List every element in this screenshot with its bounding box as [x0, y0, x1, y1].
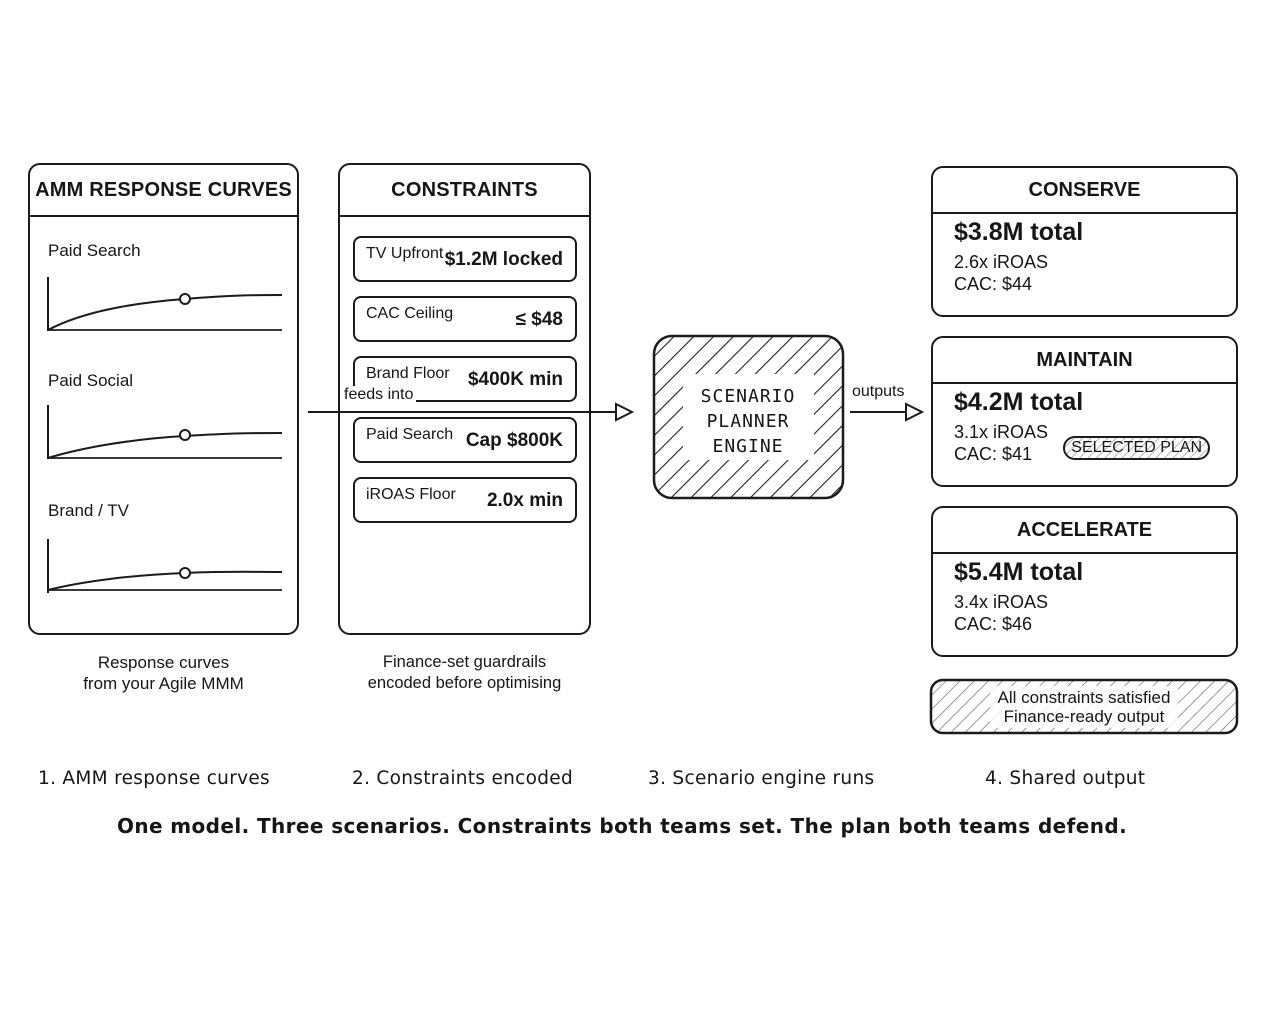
- engine-label-line2: PLANNER: [706, 411, 790, 432]
- constraint-name: Paid Search: [366, 426, 454, 443]
- tagline: One model. Three scenarios. Constraints …: [116, 814, 1128, 838]
- constraint-value: Cap $800K: [465, 430, 563, 451]
- constraint-row-tv-upfront: TV Upfront $1.2M locked: [353, 236, 577, 282]
- step-2: 2. Constraints encoded: [352, 768, 574, 789]
- feeds-into-label: feeds into: [341, 386, 417, 404]
- constraints-panel: CONSTRAINTS TV Upfront $1.2M locked CAC …: [338, 163, 591, 635]
- curve-label-brand-tv: Brand / TV: [48, 501, 129, 520]
- scenario-iroas: 2.6x iROAS: [954, 252, 1049, 272]
- constraint-name: iROAS Floor: [366, 486, 456, 503]
- curves-panel: AMM RESPONSE CURVES Paid Search Paid Soc…: [28, 163, 299, 635]
- constraint-value: $1.2M locked: [444, 249, 563, 270]
- constraints-panel-title: CONSTRAINTS: [340, 165, 589, 217]
- step-3: 3. Scenario engine runs: [648, 768, 875, 789]
- constraint-row-brand-floor: Brand Floor $400K min: [353, 356, 577, 402]
- scenario-total: $3.8M total: [954, 218, 1084, 246]
- curve-optimum-marker: [179, 293, 191, 305]
- constraints-caption: Finance-set guardrails encoded before op…: [338, 652, 591, 694]
- constraint-row-cac-ceiling: CAC Ceiling ≤ $48: [353, 296, 577, 342]
- scenario-iroas: 3.4x iROAS: [954, 592, 1049, 612]
- step-1: 1. AMM response curves: [38, 768, 270, 789]
- scenario-card-maintain: MAINTAIN $4.2M total 3.1x iROAS CAC: $41…: [931, 336, 1238, 487]
- constraint-row-iroas-floor: iROAS Floor 2.0x min: [353, 477, 577, 523]
- outputs-label: outputs: [852, 383, 905, 400]
- curve-line: [47, 570, 283, 591]
- step-4: 4. Shared output: [985, 768, 1146, 789]
- constraints-caption-line1: Finance-set guardrails: [382, 653, 547, 671]
- constraint-name: TV Upfront: [366, 245, 444, 262]
- summary-text: All constraints satisfied Finance-ready …: [931, 688, 1237, 726]
- curve-chart-brand-tv: [47, 539, 283, 593]
- curve-optimum-marker: [179, 429, 191, 441]
- scenario-title: ACCELERATE: [933, 508, 1236, 554]
- curve-optimum-marker: [179, 567, 191, 579]
- engine-label-bg: [683, 374, 814, 460]
- scenario-total: $4.2M total: [954, 388, 1084, 416]
- scenario-iroas: 3.1x iROAS: [954, 422, 1049, 442]
- summary-text-bg: [990, 686, 1178, 728]
- engine-label: SCENARIO PLANNER ENGINE: [653, 384, 843, 459]
- curve-chart-paid-search: [47, 277, 283, 331]
- engine-label-line3: ENGINE: [712, 436, 784, 457]
- engine-label-line1: SCENARIO: [700, 386, 796, 407]
- curves-caption-line2: from your Agile MMM: [83, 674, 244, 693]
- scenario-card-conserve: CONSERVE $3.8M total 2.6x iROAS CAC: $44: [931, 166, 1238, 317]
- constraints-caption-line2: encoded before optimising: [367, 674, 562, 692]
- summary-line2: Finance-ready output: [1003, 707, 1165, 726]
- summary-line1: All constraints satisfied: [997, 688, 1171, 707]
- constraint-row-paid-search: Paid Search Cap $800K: [353, 417, 577, 463]
- curve-chart-paid-social: [47, 405, 283, 459]
- curve-label-paid-search: Paid Search: [48, 241, 141, 260]
- scenario-cac: CAC: $41: [954, 444, 1033, 464]
- curve-line: [47, 294, 283, 331]
- curves-panel-title: AMM RESPONSE CURVES: [30, 165, 297, 217]
- constraint-name: CAC Ceiling: [366, 305, 454, 322]
- curves-caption: Response curves from your Agile MMM: [28, 652, 299, 694]
- scenario-title: CONSERVE: [933, 168, 1236, 214]
- constraint-value: ≤ $48: [515, 309, 563, 330]
- scenario-cac: CAC: $46: [954, 614, 1033, 634]
- constraint-value: $400K min: [467, 369, 563, 390]
- scenario-total: $5.4M total: [954, 558, 1084, 586]
- curves-caption-line1: Response curves: [97, 653, 230, 672]
- constraint-value: 2.0x min: [486, 490, 563, 511]
- curve-label-paid-social: Paid Social: [48, 371, 134, 390]
- scenario-title: MAINTAIN: [933, 338, 1236, 384]
- scenario-card-accelerate: ACCELERATE $5.4M total 3.4x iROAS CAC: $…: [931, 506, 1238, 657]
- selected-plan-badge: SELECTED PLAN: [1063, 436, 1210, 460]
- scenario-cac: CAC: $44: [954, 274, 1033, 294]
- curve-line: [47, 432, 283, 459]
- constraint-name: Brand Floor: [366, 365, 450, 382]
